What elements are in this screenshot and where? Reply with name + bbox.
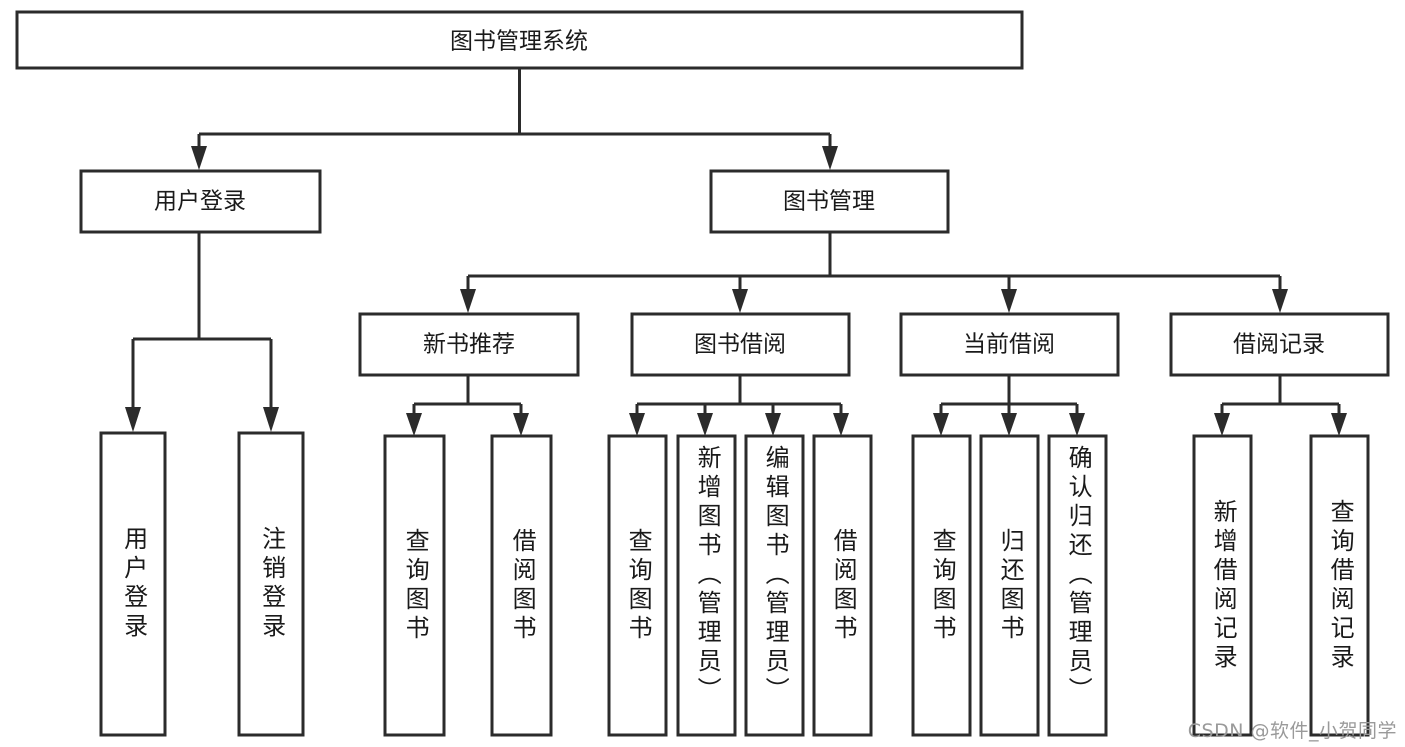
arrow-icon-to-leaf-query-book-2 <box>629 413 645 436</box>
node-current-borrow-box[interactable] <box>899 312 1120 377</box>
node-root-box[interactable] <box>15 10 1024 70</box>
node-root-label: 图书管理系统 <box>450 29 588 55</box>
leaf-add-book-box[interactable] <box>676 434 737 737</box>
node-book-borrow[interactable]: 图书借阅 <box>630 312 851 377</box>
node-book-manage-box[interactable] <box>709 169 950 234</box>
node-book-manage-label: 图书管理 <box>783 189 875 215</box>
arrow-icon-to-leaf-query-book-1 <box>406 413 422 436</box>
arrow-icon-to-leaf-user-login <box>125 407 141 432</box>
arrow-icon-to-leaf-borrow-book-1 <box>513 413 529 436</box>
leaf-logout-login-box[interactable] <box>237 431 305 737</box>
leaf-query-book-1-box[interactable] <box>383 434 446 737</box>
arrow-icon-to-leaf-logout-login <box>263 407 279 432</box>
leaf-user-login-box[interactable] <box>99 431 167 737</box>
node-new-book-recommend-box[interactable] <box>358 312 580 377</box>
node-borrow-record[interactable]: 借阅记录 <box>1169 312 1390 377</box>
node-root[interactable]: 图书管理系统 <box>15 10 1024 70</box>
node-new-book-recommend-label: 新书推荐 <box>423 332 515 358</box>
arrow-icon-to-book-manage <box>822 146 838 170</box>
leaf-return-book-box[interactable] <box>979 434 1040 737</box>
arrow-icon-to-recommend <box>460 289 476 313</box>
arrow-icon-to-leaf-add-book <box>697 413 713 436</box>
leaf-query-book-2-box[interactable] <box>607 434 668 737</box>
arrow-icon-to-leaf-edit-book <box>765 413 781 436</box>
node-book-borrow-label: 图书借阅 <box>694 332 786 358</box>
arrow-icon-to-leaf-add-record <box>1214 413 1230 436</box>
arrow-icon-to-leaf-query-book-3 <box>933 413 949 436</box>
node-book-borrow-box[interactable] <box>630 312 851 377</box>
node-new-book-recommend[interactable]: 新书推荐 <box>358 312 580 377</box>
arrow-heads <box>125 146 1347 436</box>
node-user-login-box[interactable] <box>79 169 322 234</box>
leaf-edit-book-box[interactable] <box>744 434 805 737</box>
arrow-icon-to-current-borrow <box>1001 289 1017 313</box>
leaf-confirm-return-box[interactable] <box>1047 434 1108 737</box>
arrow-icon-to-leaf-query-record <box>1331 413 1347 436</box>
connectors <box>131 68 1341 413</box>
node-user-login-label: 用户登录 <box>154 189 246 215</box>
arrow-icon-to-book-borrow <box>732 289 748 313</box>
leaf-query-record-box[interactable] <box>1309 434 1370 737</box>
arrow-icon-to-borrow-record <box>1272 289 1288 313</box>
arrow-icon-to-leaf-return-book <box>1001 413 1017 436</box>
csdn-watermark: CSDN @软件_小贺同学 <box>1187 720 1397 742</box>
node-current-borrow[interactable]: 当前借阅 <box>899 312 1120 377</box>
arrow-icon-to-leaf-borrow-book-2 <box>833 413 849 436</box>
node-book-manage[interactable]: 图书管理 <box>709 169 950 234</box>
node-user-login[interactable]: 用户登录 <box>79 169 322 234</box>
leaf-borrow-book-1-box[interactable] <box>490 434 553 737</box>
leaf-borrow-book-2-box[interactable] <box>812 434 873 737</box>
node-borrow-record-label: 借阅记录 <box>1233 332 1325 358</box>
leaf-boxes <box>99 431 1370 737</box>
arrow-icon-to-user-login <box>191 146 207 170</box>
arrow-icon-to-leaf-confirm-return <box>1069 413 1085 436</box>
leaf-add-record-box[interactable] <box>1192 434 1253 737</box>
leaf-query-book-3-box[interactable] <box>911 434 972 737</box>
node-borrow-record-box[interactable] <box>1169 312 1390 377</box>
node-current-borrow-label: 当前借阅 <box>963 332 1055 358</box>
